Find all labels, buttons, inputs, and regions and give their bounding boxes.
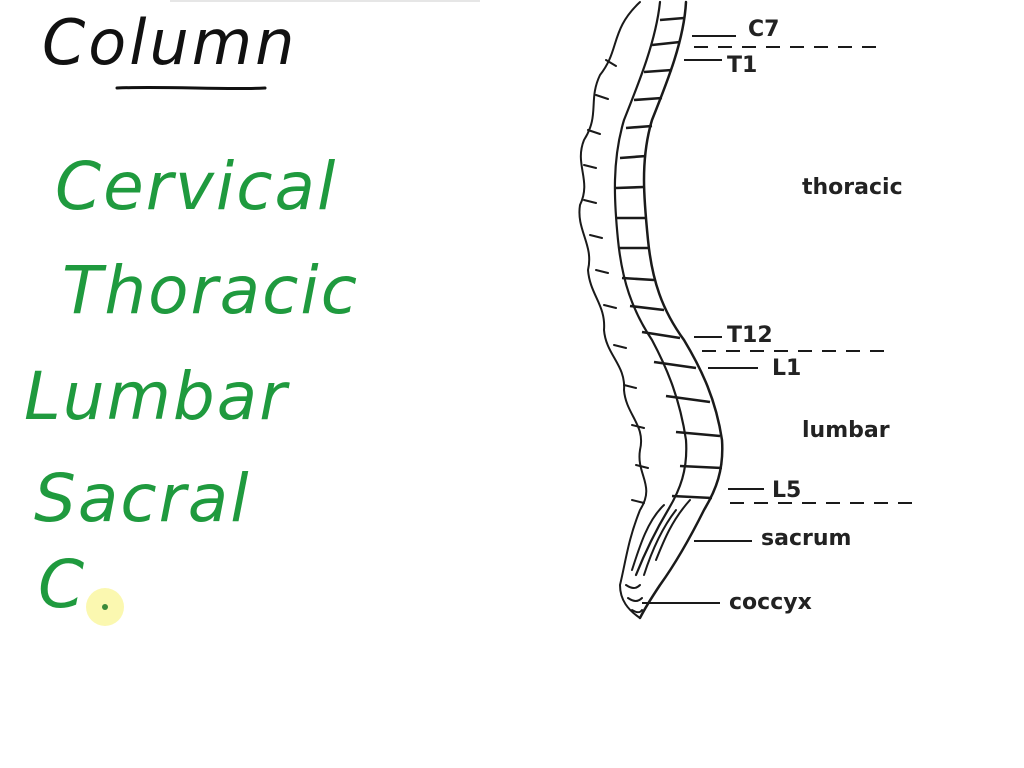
notes-item-sacral: Sacral	[34, 460, 251, 537]
label-coccyx: coccyx	[729, 590, 812, 615]
vertebra-disc	[665, 394, 711, 404]
vertebra-disc	[651, 40, 681, 47]
label-l5: L5	[772, 478, 802, 503]
notes-title: Column	[42, 6, 298, 79]
vertebra-disc	[641, 330, 681, 340]
label-l1: L1	[772, 356, 802, 381]
vertebra-disc	[675, 430, 721, 438]
title-underline	[115, 85, 267, 91]
vertebra-disc	[679, 464, 723, 470]
pen-tip-dot	[102, 604, 108, 610]
top-edge-mark	[170, 0, 480, 2]
notes-item-thoracic: Thoracic	[62, 252, 360, 329]
label-sacrum: sacrum	[761, 526, 852, 551]
spine-processes-detail	[583, 59, 649, 504]
vertebra-disc	[629, 304, 665, 312]
vertebra-disc	[653, 360, 697, 370]
pen-cursor-icon	[86, 588, 124, 626]
spine-processes-outline	[578, 1, 648, 619]
sacrum-detail	[631, 499, 691, 576]
spine-posterior-outline	[613, 0, 688, 577]
label-t12: T12	[727, 323, 773, 348]
notes-item-lumbar: Lumbar	[24, 358, 289, 435]
vertebra-disc	[625, 124, 653, 130]
vertebra-disc	[659, 16, 685, 22]
vertebra-disc	[621, 276, 655, 282]
vertebra-disc	[633, 96, 663, 102]
spine-anterior-outline	[638, 0, 724, 620]
label-t1: T1	[727, 53, 758, 78]
coccyx-detail	[625, 584, 643, 614]
vertebra-disc	[615, 185, 645, 190]
notes-item-coccyx-partial: C	[38, 546, 87, 623]
vertebra-disc	[643, 68, 673, 74]
vertebra-disc	[671, 494, 713, 500]
label-thoracic: thoracic	[802, 175, 903, 200]
label-c7: C7	[748, 17, 780, 42]
label-lumbar: lumbar	[802, 418, 890, 443]
notes-item-cervical: Cervical	[55, 148, 338, 225]
vertebra-disc	[619, 154, 647, 160]
